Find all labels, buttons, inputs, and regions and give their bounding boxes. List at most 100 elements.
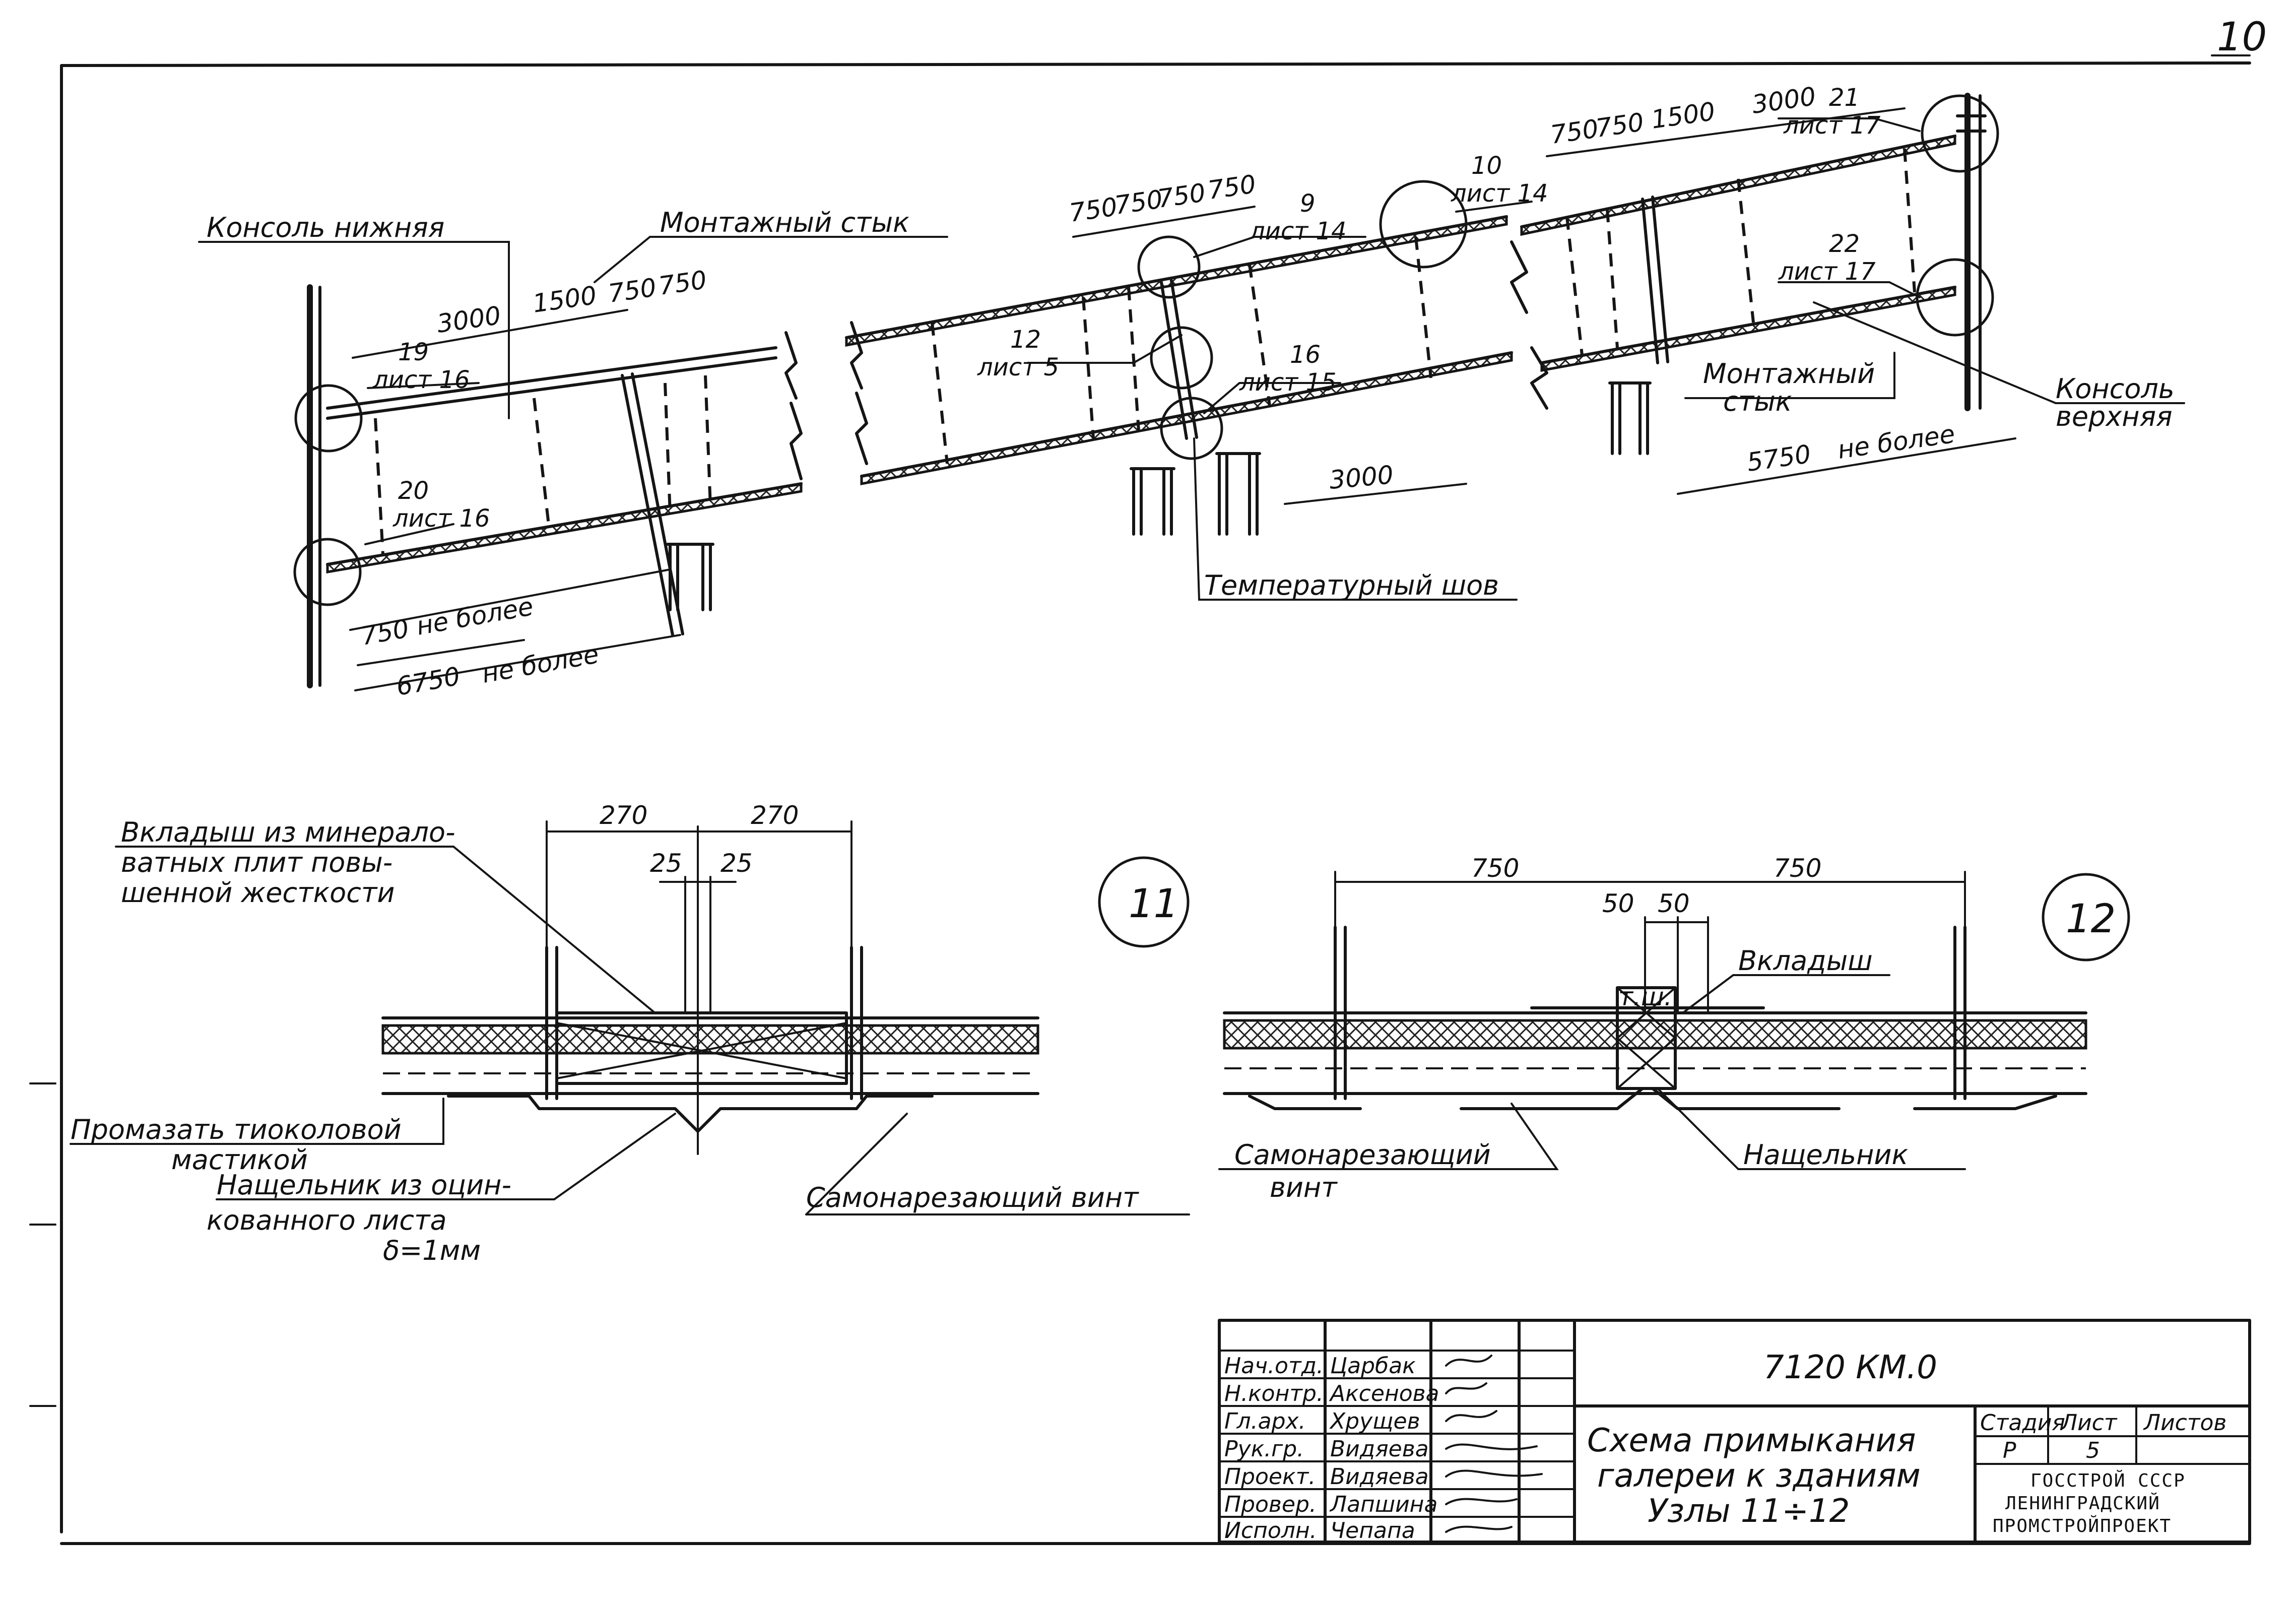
svg-text:20: 20 — [398, 477, 429, 505]
title-line-1: Схема примыкания — [1587, 1422, 1916, 1459]
node12-strip-label: Нащельник — [1743, 1139, 1909, 1171]
callout-ref-19: 19 лист 16 — [372, 338, 470, 394]
svg-text:лист 14: лист 14 — [1451, 179, 1548, 208]
title-line-2: галереи к зданиям — [1597, 1457, 1921, 1495]
svg-text:лист 15: лист 15 — [1239, 368, 1337, 397]
node-12-circle — [2042, 873, 2130, 962]
dim-mid-750c: 750 — [1156, 178, 1208, 214]
dim-5750: 5750 — [1745, 439, 1813, 477]
dim-mid-750d: 750 — [1206, 169, 1258, 205]
callout-circle-12 — [1150, 326, 1213, 390]
dim-mid-750b: 750 — [1113, 184, 1165, 220]
name-2: Аксенова — [1329, 1381, 1439, 1406]
node11-strip-line3: δ=1мм — [383, 1235, 481, 1266]
svg-text:лист 5: лист 5 — [977, 353, 1059, 381]
sheet-value: 5 — [2086, 1438, 2100, 1463]
node11-screw-label: Самонарезающий винт — [806, 1182, 1139, 1213]
svg-text:лист 14: лист 14 — [1249, 217, 1347, 245]
org-line-2: ЛЕНИНГРАДСКИЙ — [2005, 1493, 2160, 1514]
node11-coat-line1: Промазать тиоколовой — [71, 1114, 402, 1145]
page-number: 10 — [2217, 15, 2267, 60]
name-4: Видяева — [1330, 1436, 1429, 1462]
svg-text:19: 19 — [398, 338, 429, 366]
svg-text:лист 16: лист 16 — [392, 504, 490, 533]
callout-ref-20: 20 лист 16 — [392, 477, 490, 533]
node11-dim-270b: 270 — [751, 801, 799, 830]
role-2: Н.контр. — [1224, 1381, 1324, 1406]
node11-insert-line3: шенной жесткости — [121, 877, 395, 909]
label-console-upper-2: верхняя — [2056, 401, 2173, 432]
role-6: Провер. — [1224, 1492, 1317, 1517]
name-6: Лапшина — [1329, 1492, 1437, 1517]
dim-750-bottom: 750 — [359, 614, 411, 651]
org-line-3: ПРОМСТРОЙПРОЕКТ — [1993, 1515, 2172, 1536]
role-7: Исполн. — [1224, 1518, 1317, 1544]
dim-right-1500: 1500 — [1650, 97, 1717, 135]
node-12-number: 12 — [2066, 896, 2116, 942]
role-3: Гл.арх. — [1224, 1408, 1306, 1434]
callout-circle-16 — [1160, 397, 1223, 460]
label-mount-joint-left: Монтажный стык — [660, 207, 909, 238]
dim-1500-left: 1500 — [531, 281, 599, 318]
node11-dim-25b: 25 — [720, 849, 753, 878]
svg-text:9: 9 — [1300, 189, 1316, 218]
svg-text:лист 16: лист 16 — [372, 366, 470, 394]
svg-text:лист 17: лист 17 — [1778, 258, 1876, 286]
dim-not-more-b: не более — [480, 639, 601, 689]
svg-text:21: 21 — [1829, 84, 1860, 112]
callout-ref-22: 22 лист 17 — [1778, 230, 1876, 286]
role-1: Нач.отд. — [1224, 1353, 1324, 1379]
callout-circle-21 — [1921, 94, 1999, 173]
doc-code: 7120 КМ.0 — [1763, 1349, 1937, 1386]
callout-circle-22 — [1916, 258, 1994, 337]
dim-3000-mid: 3000 — [1328, 460, 1395, 495]
dim-750b-left: 750 — [657, 265, 709, 301]
dim-mid-750a: 750 — [1068, 192, 1120, 228]
label-console-lower: Консоль нижняя — [207, 212, 444, 243]
dim-750a-left: 750 — [607, 273, 659, 308]
title-line-3: Узлы 11÷12 — [1648, 1493, 1850, 1530]
node11-dim-25a: 25 — [650, 849, 682, 878]
gallery-elevation — [198, 93, 2185, 691]
node-11-circle — [1098, 856, 1190, 948]
callout-ref-9: 9 лист 14 — [1249, 189, 1347, 245]
name-3: Хрущев — [1329, 1408, 1420, 1434]
node12-dim-750a: 750 — [1471, 854, 1519, 883]
dim-not-more-a: не более — [414, 592, 536, 641]
node11-coat-line2: мастикой — [171, 1144, 308, 1176]
name-5: Видяева — [1330, 1464, 1429, 1490]
callout-ref-16: 16 лист 15 — [1239, 341, 1337, 397]
label-mount-joint-right-2: стык — [1723, 386, 1792, 417]
node12-screw-line1: Самонарезающий — [1234, 1139, 1491, 1171]
node12-dim-50b: 50 — [1658, 889, 1690, 918]
label-console-upper-1: Консоль — [2056, 373, 2175, 405]
callout-circle-19 — [294, 384, 363, 453]
node-12-detail — [1218, 871, 2130, 1170]
callout-circle-20 — [293, 538, 362, 606]
callout-circle-9 — [1137, 235, 1201, 299]
callout-circle-10 — [1379, 180, 1468, 269]
org-line-1: ГОССТРОЙ СССР — [2030, 1470, 2186, 1491]
callout-ref-21: 21 лист 17 — [1783, 84, 1881, 140]
svg-text:22: 22 — [1829, 230, 1860, 258]
svg-text:16: 16 — [1290, 341, 1321, 369]
node12-insert-label: Вкладыш — [1738, 945, 1873, 977]
stage-value: Р — [2003, 1438, 2016, 1463]
node12-seam-mark: т.ш. — [1618, 982, 1672, 1011]
sheets-header: Листов — [2143, 1410, 2226, 1436]
node12-screw-line2: винт — [1270, 1172, 1338, 1203]
node-11-detail — [70, 820, 1190, 1215]
callout-ref-10: 10 лист 14 — [1451, 152, 1548, 208]
node11-insert-line2: ватных плит повы- — [121, 847, 392, 878]
name-7: Чепапа — [1330, 1518, 1415, 1544]
svg-text:лист 17: лист 17 — [1783, 111, 1881, 140]
sheet-header: Лист — [2060, 1410, 2118, 1436]
stage-header: Стадия — [1980, 1410, 2065, 1436]
dim-right-750b: 750 — [1594, 107, 1646, 143]
label-temperature-seam: Температурный шов — [1204, 569, 1499, 601]
dim-right-750a: 750 — [1549, 114, 1601, 150]
svg-text:10: 10 — [1471, 152, 1502, 180]
svg-text:12: 12 — [1010, 326, 1041, 354]
node-11-number: 11 — [1129, 881, 1178, 927]
